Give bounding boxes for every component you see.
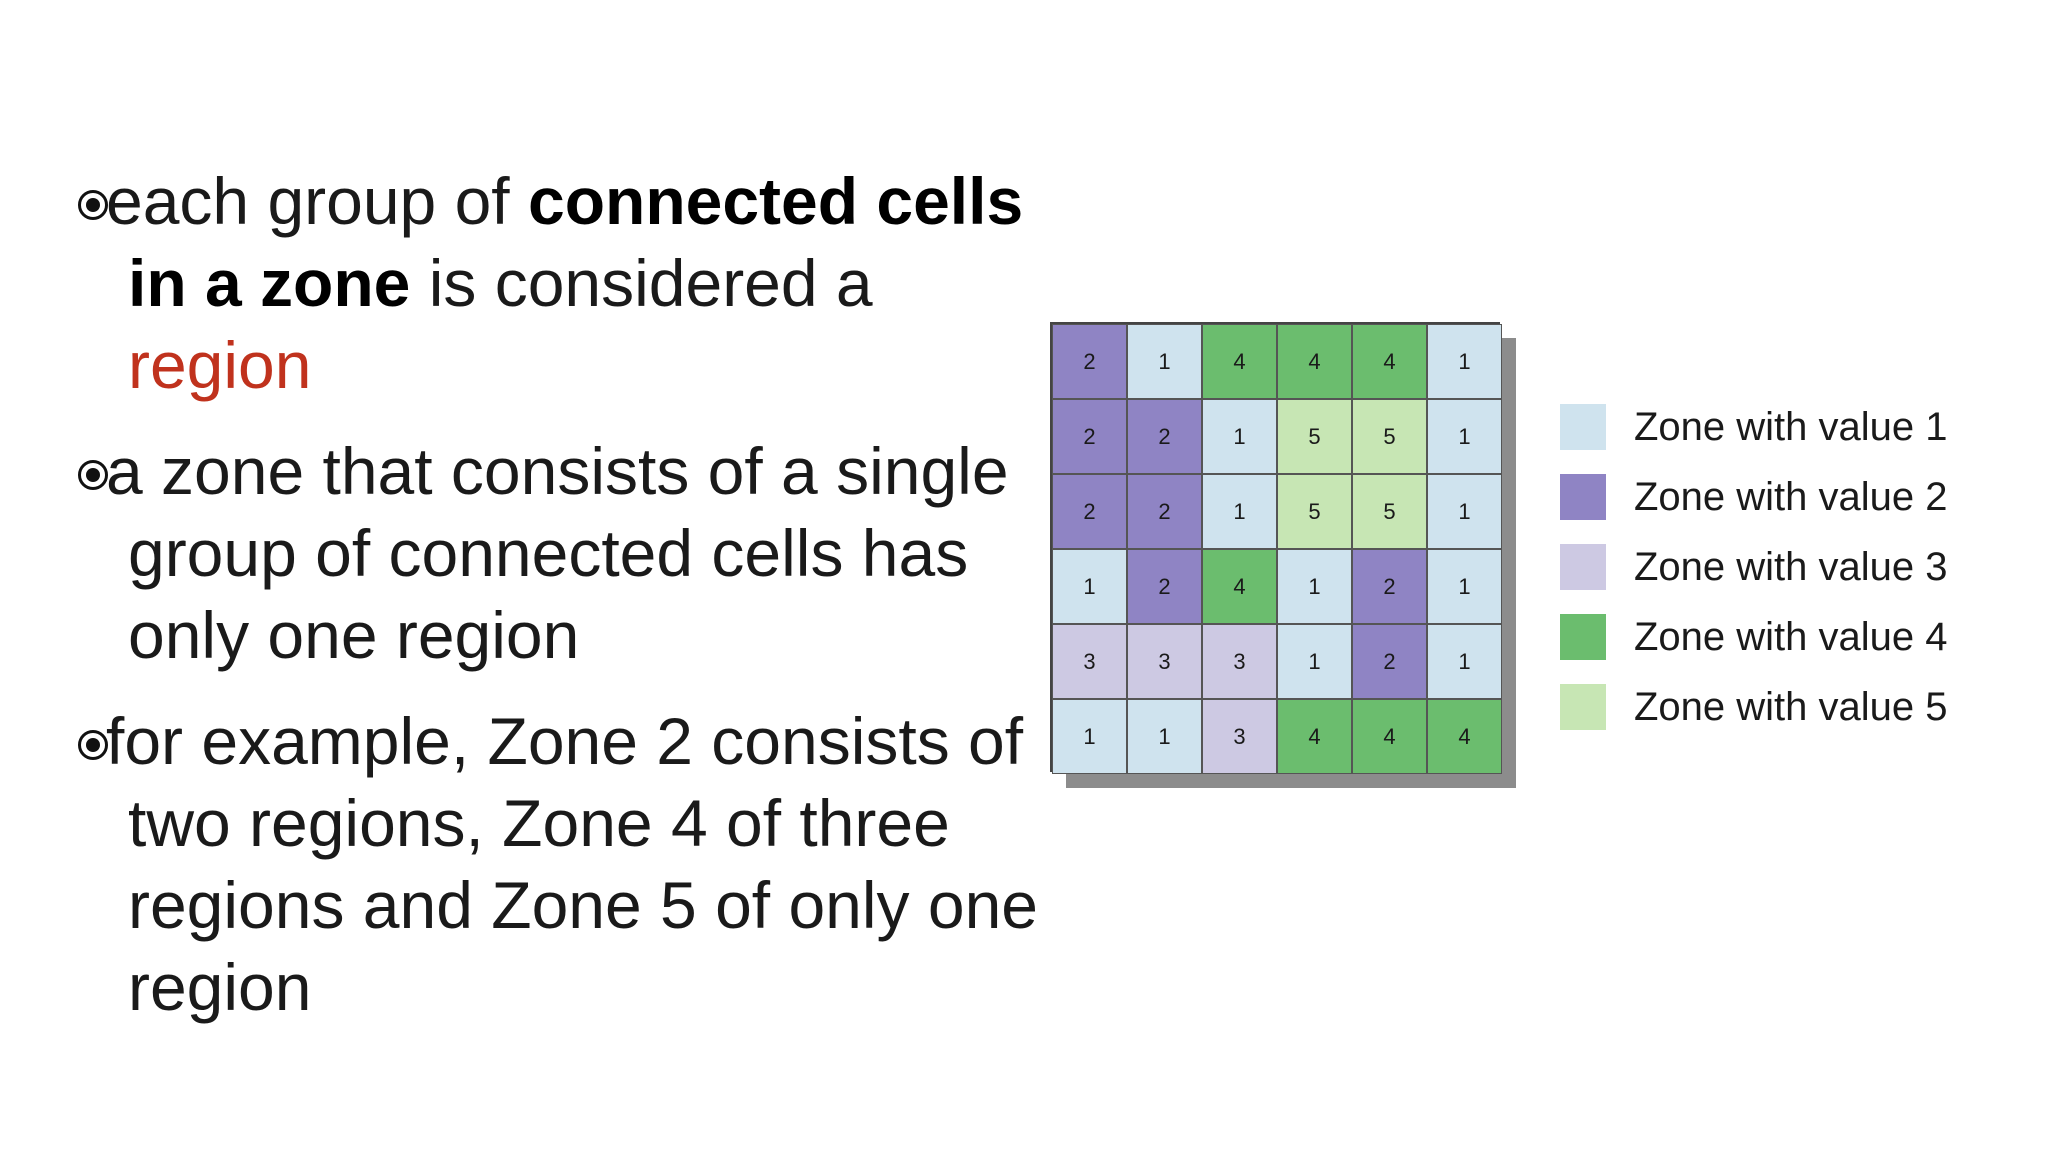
legend-swatch [1560, 684, 1606, 730]
bullet-icon [78, 730, 108, 760]
grid-cell: 4 [1277, 324, 1352, 399]
bullet-item: each group of connected cells in a zone … [78, 160, 1038, 406]
grid-cell: 2 [1127, 399, 1202, 474]
bullet-icon [78, 460, 108, 490]
grid-cell: 1 [1127, 324, 1202, 399]
bullet-item: a zone that consists of a single group o… [78, 430, 1038, 676]
grid-cell: 2 [1352, 549, 1427, 624]
bullet-text: for example, Zone 2 consists of two regi… [106, 700, 1038, 1028]
grid-cell: 4 [1202, 549, 1277, 624]
grid-cell: 4 [1277, 699, 1352, 774]
bullet-segment: is considered a [410, 246, 873, 320]
grid-cell: 1 [1127, 699, 1202, 774]
grid-cell: 1 [1427, 474, 1502, 549]
legend-item: Zone with value 1 [1560, 392, 2000, 462]
legend-item: Zone with value 3 [1560, 532, 2000, 602]
legend-label: Zone with value 3 [1634, 544, 1948, 589]
grid-cell: 3 [1127, 624, 1202, 699]
grid-cell: 5 [1277, 399, 1352, 474]
grid-cell: 5 [1352, 474, 1427, 549]
grid-cell: 3 [1202, 699, 1277, 774]
bullet-icon [78, 190, 108, 220]
grid-cell: 1 [1277, 549, 1352, 624]
legend-swatch [1560, 614, 1606, 660]
legend-swatch [1560, 404, 1606, 450]
legend: Zone with value 1 Zone with value 2 Zone w… [1560, 392, 2000, 742]
legend-item: Zone with value 2 [1560, 462, 2000, 532]
grid-cell: 2 [1127, 549, 1202, 624]
bullet-segment: for example, Zone 2 consists of two regi… [106, 704, 1038, 1024]
bullet-segment: a zone that consists of a single group o… [106, 434, 1009, 672]
highlight-term: region [128, 328, 312, 402]
legend-label: Zone with value 2 [1634, 474, 1948, 519]
bullet-list: each group of connected cells in a zone … [78, 160, 1038, 1052]
grid-cell: 2 [1052, 324, 1127, 399]
grid-cell: 1 [1427, 399, 1502, 474]
grid-cell: 1 [1052, 549, 1127, 624]
bullet-segment: each group of [106, 164, 528, 238]
bullet-text: a zone that consists of a single group o… [106, 430, 1038, 676]
grid-cell: 3 [1202, 624, 1277, 699]
grid-cell: 4 [1202, 324, 1277, 399]
grid-cell: 1 [1052, 699, 1127, 774]
grid-cell: 2 [1052, 399, 1127, 474]
grid-cell: 4 [1352, 324, 1427, 399]
grid-cell: 1 [1277, 624, 1352, 699]
grid-cell: 1 [1427, 624, 1502, 699]
legend-item: Zone with value 5 [1560, 672, 2000, 742]
grid-cell: 4 [1427, 699, 1502, 774]
bullet-text: each group of connected cells in a zone … [106, 160, 1038, 406]
grid-cell: 2 [1352, 624, 1427, 699]
grid-cell: 1 [1427, 324, 1502, 399]
grid-cell: 5 [1277, 474, 1352, 549]
grid-cell: 4 [1352, 699, 1427, 774]
grid-cell: 1 [1202, 399, 1277, 474]
grid-cell: 2 [1127, 474, 1202, 549]
legend-label: Zone with value 4 [1634, 614, 1948, 659]
legend-swatch [1560, 544, 1606, 590]
grid-cell: 5 [1352, 399, 1427, 474]
grid-cell: 1 [1427, 549, 1502, 624]
grid-cell: 2 [1052, 474, 1127, 549]
legend-label: Zone with value 5 [1634, 684, 1948, 729]
legend-label: Zone with value 1 [1634, 404, 1948, 449]
legend-swatch [1560, 474, 1606, 520]
grid-cell: 3 [1052, 624, 1127, 699]
grid-cell: 1 [1202, 474, 1277, 549]
legend-item: Zone with value 4 [1560, 602, 2000, 672]
bullet-item: for example, Zone 2 consists of two regi… [78, 700, 1038, 1028]
emphasis-text: connected cells in a zone [128, 164, 1024, 320]
